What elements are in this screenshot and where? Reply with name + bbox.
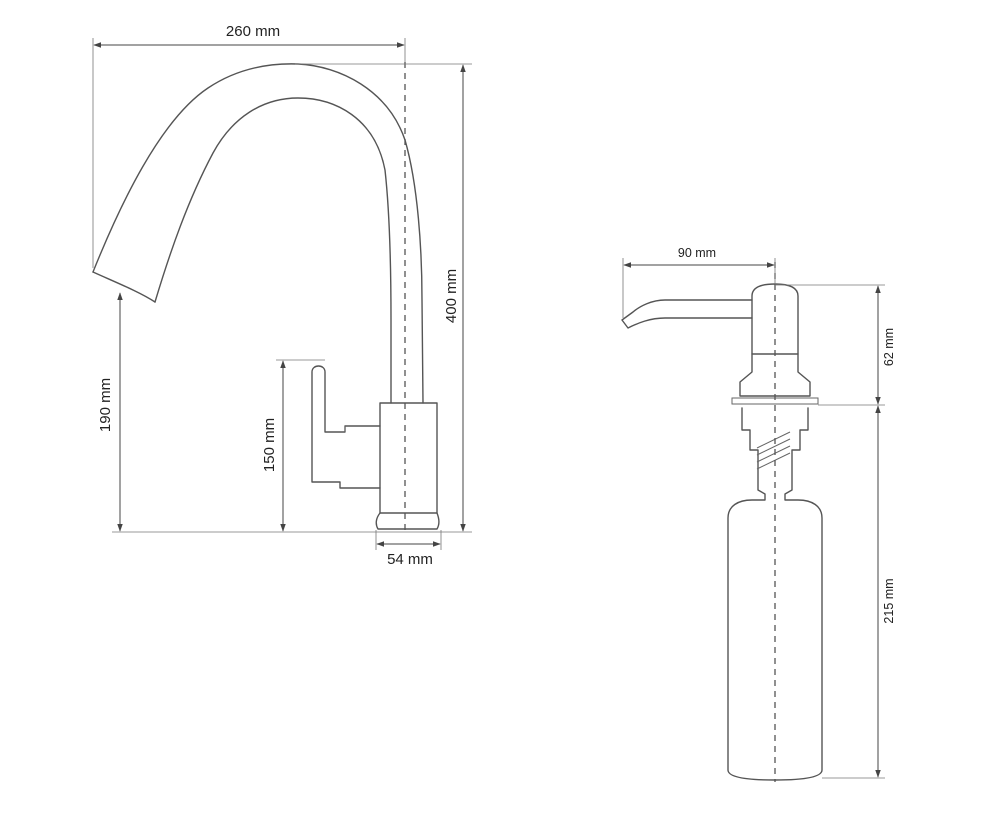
faucet-base (375, 512, 440, 530)
dim-190-label: 190 mm (97, 378, 114, 432)
dim-90-label: 90 mm (678, 246, 716, 260)
dim-150-label: 150 mm (261, 418, 278, 472)
dim-215-label: 215 mm (882, 578, 896, 623)
dim-400-label: 400 mm (443, 269, 460, 323)
soap-dispenser-drawing: 90 mm 62 mm 215 mm (621, 246, 896, 782)
faucet-outlet (92, 271, 156, 303)
faucet-body (379, 402, 438, 514)
dispenser-pump-head (751, 283, 799, 355)
dispenser-threads (756, 431, 791, 470)
dispenser-nozzle (621, 299, 753, 329)
faucet-handle (311, 365, 381, 489)
dim-54-label: 54 mm (387, 551, 433, 568)
dim-260-label: 260 mm (226, 23, 280, 40)
faucet-spout-outline (92, 63, 424, 404)
dim-62-label: 62 mm (882, 328, 896, 366)
faucet-drawing: 260 mm 400 mm 190 mm 150 mm 54 mm (92, 23, 472, 568)
faucet-spout-inner-outline (154, 97, 392, 404)
